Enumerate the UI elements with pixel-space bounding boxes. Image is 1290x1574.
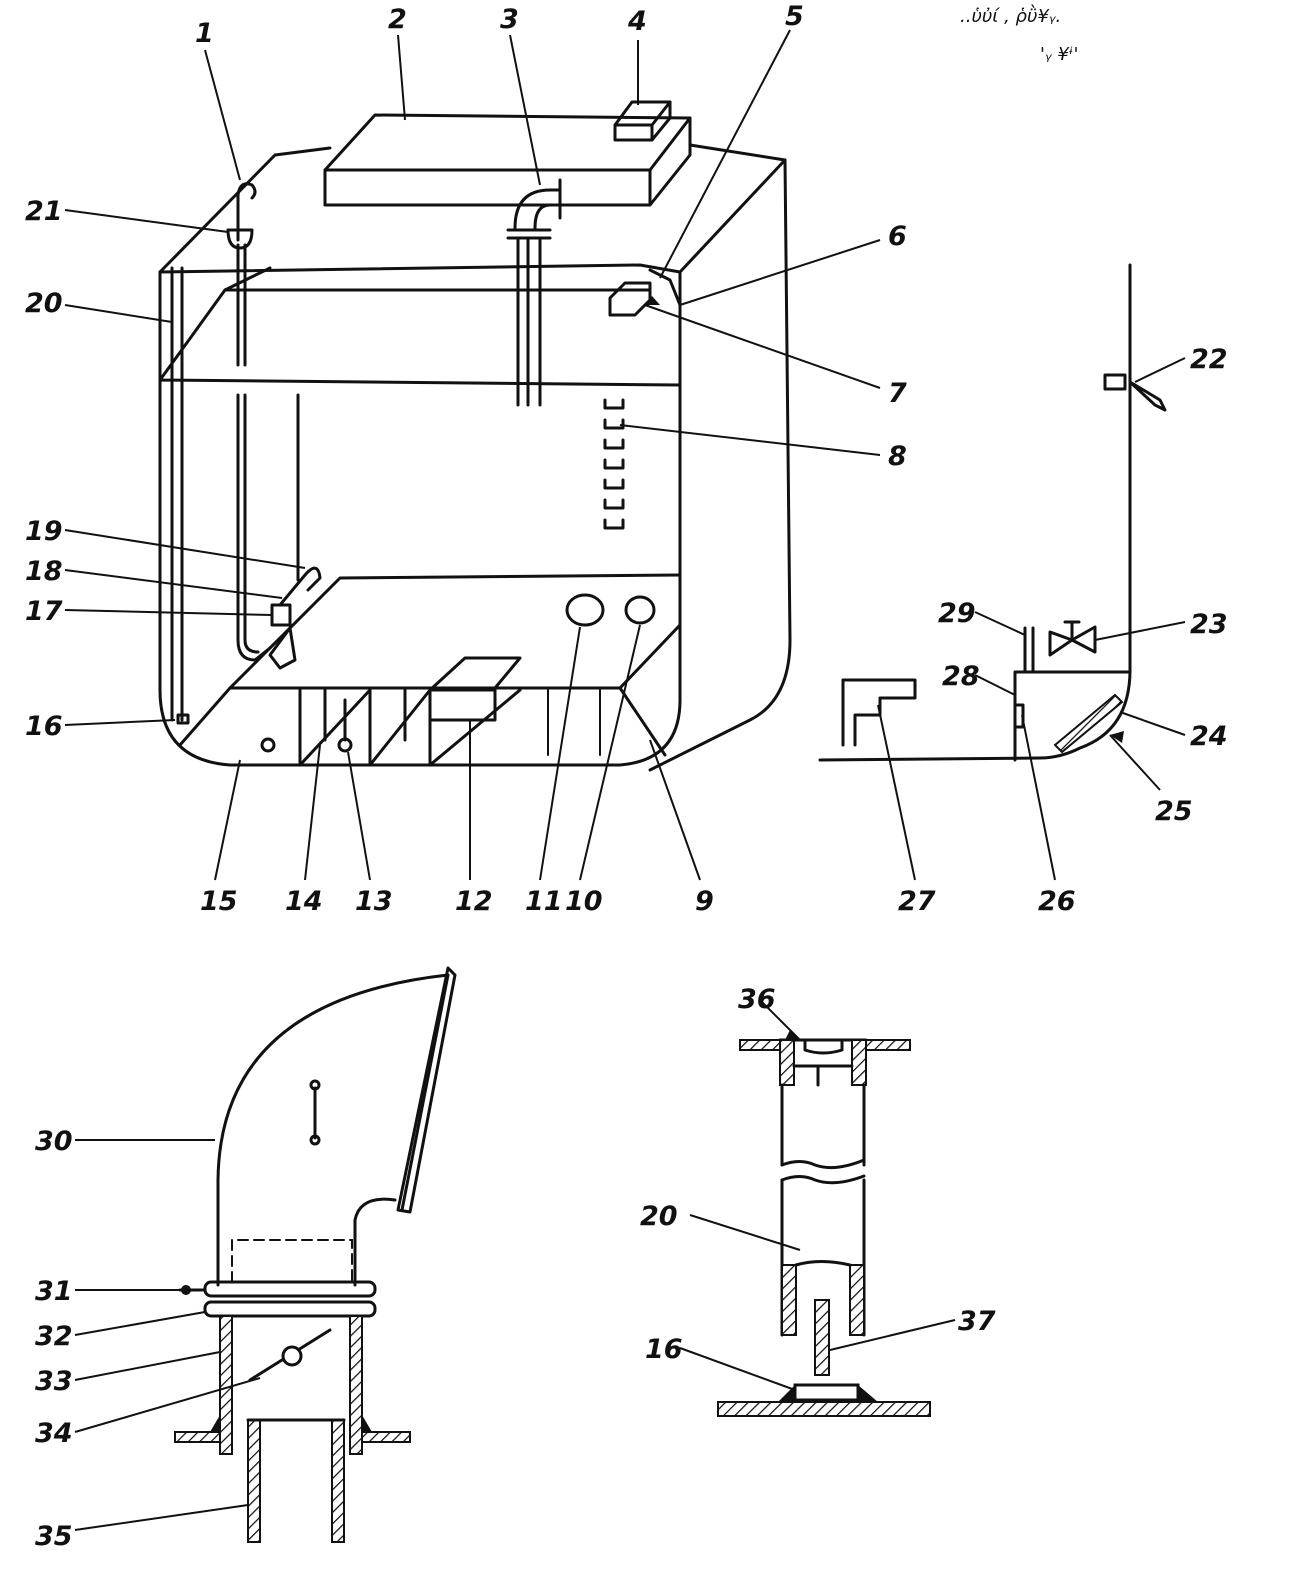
label-9: 9 <box>695 886 714 917</box>
scan-artifact-text: ..ὑὐί , ῥῢ¥ᵧ. 'ᵧ ¥ᶤ' <box>960 4 1078 65</box>
label-17: 17 <box>25 596 63 627</box>
label-6: 6 <box>888 221 907 252</box>
label-2: 2 <box>388 4 407 35</box>
label-31: 31 <box>35 1276 73 1307</box>
label-15: 15 <box>200 886 238 917</box>
label-8: 8 <box>888 441 907 472</box>
label-23: 23 <box>1190 609 1228 640</box>
label-26: 26 <box>1038 886 1076 917</box>
label-28: 28 <box>942 661 980 692</box>
label-36: 36 <box>738 984 776 1015</box>
label-34: 34 <box>35 1418 73 1449</box>
label-20b: 20 <box>640 1201 678 1232</box>
label-13: 13 <box>355 886 393 917</box>
label-11: 11 <box>525 886 563 917</box>
vent-pipe-drawing <box>174 966 457 1543</box>
side-detail-drawing <box>818 263 1167 762</box>
corner-text-2: 'ᵧ ¥ᶤ' <box>1040 44 1078 65</box>
label-24: 24 <box>1190 721 1228 752</box>
tank-drawing <box>158 100 792 772</box>
label-16b: 16 <box>645 1334 683 1365</box>
label-16: 16 <box>25 711 63 742</box>
label-18: 18 <box>25 556 63 587</box>
label-14: 14 <box>285 886 323 917</box>
corner-text-1: ..ὑὐί , ῥῢ¥ᵧ. <box>960 4 1061 27</box>
leader-lines <box>64 29 1186 1531</box>
label-29: 29 <box>938 598 976 629</box>
label-35: 35 <box>35 1521 73 1552</box>
label-4: 4 <box>627 6 647 37</box>
label-12: 12 <box>455 886 493 917</box>
label-25: 25 <box>1155 796 1193 827</box>
label-7: 7 <box>888 378 907 409</box>
label-3: 3 <box>500 4 519 35</box>
label-37: 37 <box>958 1306 996 1337</box>
callout-labels: 1 2 3 4 5 6 7 8 9 10 11 12 13 14 15 16 1… <box>25 1 1228 1552</box>
ladder-rungs <box>603 398 625 530</box>
label-30: 30 <box>35 1126 73 1157</box>
label-1: 1 <box>195 18 214 49</box>
label-19: 19 <box>25 516 63 547</box>
label-20: 20 <box>25 288 63 319</box>
label-27: 27 <box>898 886 936 917</box>
label-5: 5 <box>785 1 804 32</box>
label-33: 33 <box>35 1366 73 1397</box>
label-21: 21 <box>25 196 63 227</box>
label-32: 32 <box>35 1321 73 1352</box>
sounding-pipe-drawing <box>717 1038 931 1417</box>
label-22: 22 <box>1190 344 1228 375</box>
label-10: 10 <box>565 886 603 917</box>
